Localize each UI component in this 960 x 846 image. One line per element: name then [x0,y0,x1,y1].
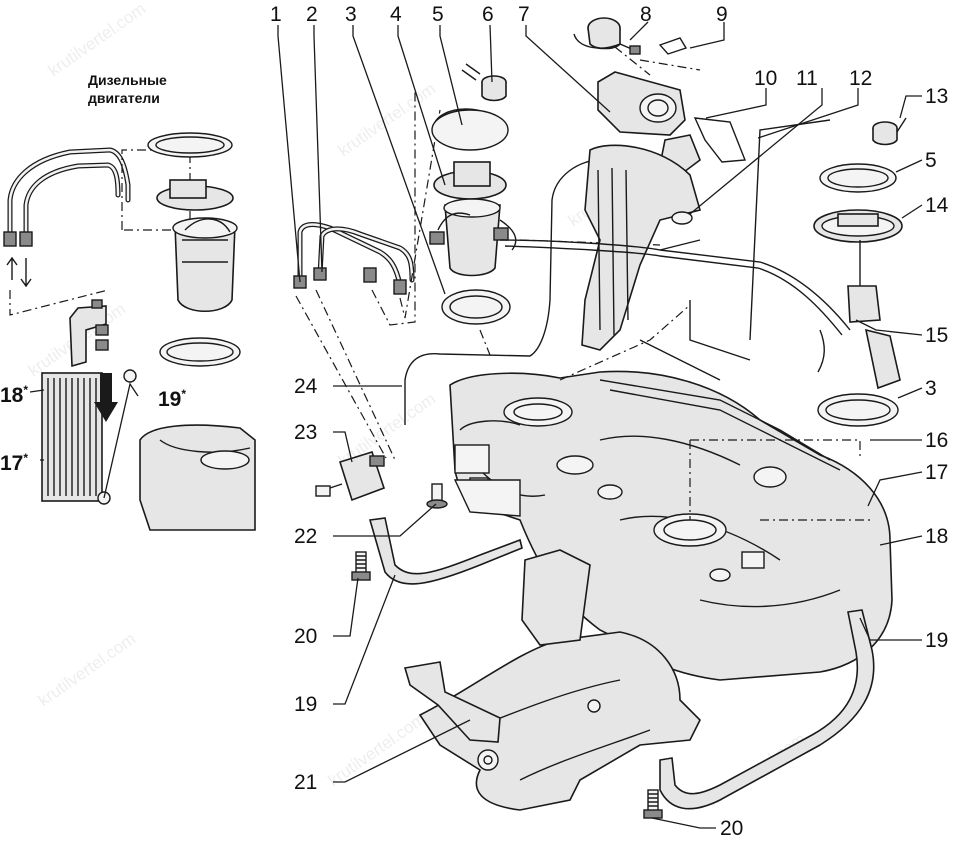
line-connector [3,231,17,247]
seal-ring [671,211,693,225]
bracket-bolt [91,299,103,309]
callout-4: 4 [390,3,402,26]
connector [461,63,507,102]
asterisk: * [23,383,29,397]
callout-7: 7 [518,3,530,26]
vent-line [404,159,601,425]
callout-20: 20 [720,817,744,840]
callout-19: 19 [294,693,318,716]
fuel-cap [573,17,641,55]
mount-bolt [426,483,448,509]
callout-5: 5 [432,3,444,26]
asterisk: * [23,451,29,465]
callout-18-diesel: 18* [0,384,28,406]
callout-number: 18 [0,384,24,407]
mount-bushing [477,749,499,771]
callout-6: 6 [482,3,494,26]
callout-13: 13 [925,85,949,108]
fuel-line [23,162,121,243]
cooler-bracket [69,305,107,368]
callout-3: 3 [925,377,937,400]
bracket [403,661,501,743]
tank-strap [368,517,523,585]
caption-line: двигатели [88,89,160,106]
heat-shield [403,549,701,811]
fuel-filter [315,451,386,502]
fuel-pump-assembly [429,108,517,325]
filler-neck [581,71,701,351]
callout-24: 24 [294,375,318,398]
seal-ring [817,393,899,427]
callout-15: 15 [925,324,949,347]
line-connector [19,231,33,247]
diesel-inset [3,132,256,531]
fuel-line [599,379,831,461]
callout-2: 2 [306,3,318,26]
arrow-up-icon [6,256,18,280]
tether [658,37,688,55]
tank-section [139,424,256,531]
caption-line: Дизельные [88,72,167,88]
callout-20: 20 [294,625,318,648]
seal-ring [441,289,511,325]
seal-ring [159,337,241,367]
shield-plate [521,549,591,646]
fuel-line [499,239,851,331]
arrow-down-icon [94,373,118,422]
diesel-caption: Дизельные двигатели [88,72,167,107]
arrow-down-icon [20,258,32,288]
callout-8: 8 [640,3,652,26]
callout-21: 21 [294,771,318,794]
tank-strap [659,609,875,810]
line-connector [313,267,327,281]
callout-17-diesel: 17* [0,452,28,474]
strap-bolt [643,789,663,819]
callout-19: 19 [925,629,949,652]
tank-opening [653,513,727,547]
callout-12: 12 [849,67,873,90]
cooler-nut [123,369,137,383]
callout-10: 10 [754,67,778,90]
bracket [693,117,746,163]
tank-opening [503,397,573,427]
fuel-level-sender [813,117,907,427]
callout-11: 11 [796,67,818,90]
callout-number: 19 [158,388,182,411]
callout-19-diesel: 19* [158,388,186,410]
callout-14: 14 [925,194,949,217]
callout-5: 5 [925,149,937,172]
callout-22: 22 [294,525,318,548]
callout-18: 18 [925,525,949,548]
callout-17: 17 [925,461,949,484]
strap-bolt [351,551,371,581]
callout-23: 23 [294,421,318,444]
callout-9: 9 [716,3,728,26]
fuel-tank [449,370,893,681]
callout-16: 16 [925,429,949,452]
callout-3: 3 [345,3,357,26]
vent-line [749,119,831,341]
callout-1: 1 [270,3,282,26]
callout-number: 17 [0,452,24,475]
fuel-pump-body [174,224,236,312]
asterisk: * [181,387,187,401]
